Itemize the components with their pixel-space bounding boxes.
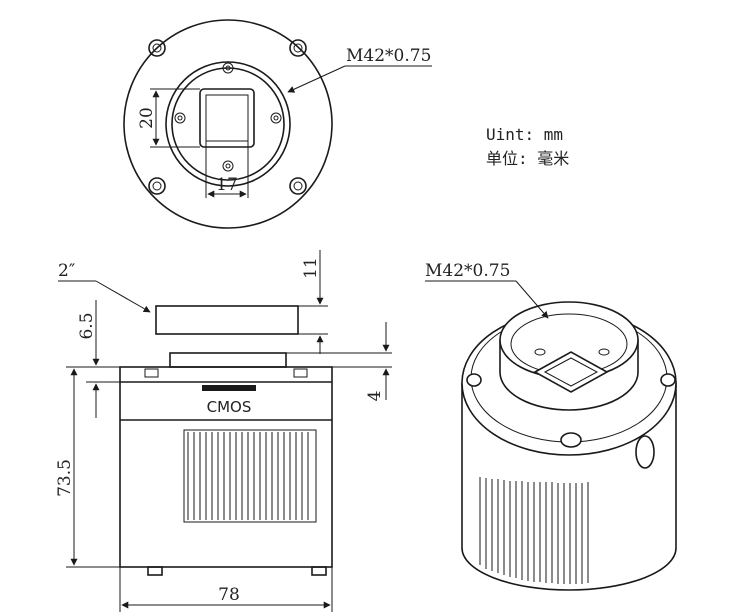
filter-leader-line [95, 280, 151, 313]
dim-sensor-label: 6.5 [77, 312, 97, 339]
screw-icon [289, 177, 307, 195]
mount-ring-outer [165, 61, 291, 187]
screw-icon [660, 373, 676, 387]
screw-icon [293, 368, 308, 378]
unit-label-en: Uint: mm [486, 125, 563, 144]
screw-icon [560, 432, 582, 448]
side-view: 2″ CMOS 11 6.5 4 [55, 250, 392, 612]
sensor-window [199, 88, 255, 148]
dim-top-label: 11 [301, 257, 321, 279]
screw-icon [148, 39, 166, 57]
iso-heatsink-fins [479, 477, 589, 584]
thread-label-top: M42*0.75 [346, 46, 431, 66]
iso-sensor-window [533, 351, 609, 393]
thread-label-iso: M42*0.75 [425, 261, 510, 281]
heatsink-area [183, 429, 317, 523]
screw-icon [148, 177, 166, 195]
dim-body-height-label: 73.5 [55, 459, 75, 497]
sensor-label: CMOS [207, 398, 252, 416]
screw-icon [222, 160, 234, 172]
dim-flange-label: 4 [365, 391, 385, 402]
screw-icon [289, 39, 307, 57]
mount-ring-inner [171, 67, 285, 181]
unit-label-cn: 单位: 毫米 [486, 149, 569, 168]
screw-icon [466, 373, 482, 387]
thread-leader-line [287, 65, 346, 93]
top-view: M42*0.75 20 17 [123, 19, 432, 229]
screw-icon [270, 112, 282, 124]
flange-outline [169, 352, 287, 368]
sensor-window-inner [205, 94, 249, 142]
isometric-view: M42*0.75 [425, 261, 677, 591]
foot-icon [147, 566, 163, 576]
filter-size-label: 2″ [58, 261, 75, 281]
camera-body-outline [123, 19, 333, 229]
screw-icon [174, 112, 186, 124]
screw-icon [534, 348, 546, 356]
dim-height-label: 20 [137, 107, 157, 129]
dim-body-width-label: 78 [218, 585, 240, 605]
heatsink-fins [187, 432, 309, 520]
screw-icon [222, 62, 234, 74]
screw-icon [144, 368, 159, 378]
foot-icon [311, 566, 327, 576]
iso-sensor-window-inner [543, 357, 599, 387]
dim-width-label: 17 [216, 175, 238, 195]
thread-leader-line [515, 280, 549, 319]
port-icon [635, 435, 655, 469]
screw-icon [598, 348, 610, 356]
filter-outline [155, 305, 299, 335]
camera-body-side [119, 366, 333, 568]
sensor-mark [202, 385, 256, 391]
